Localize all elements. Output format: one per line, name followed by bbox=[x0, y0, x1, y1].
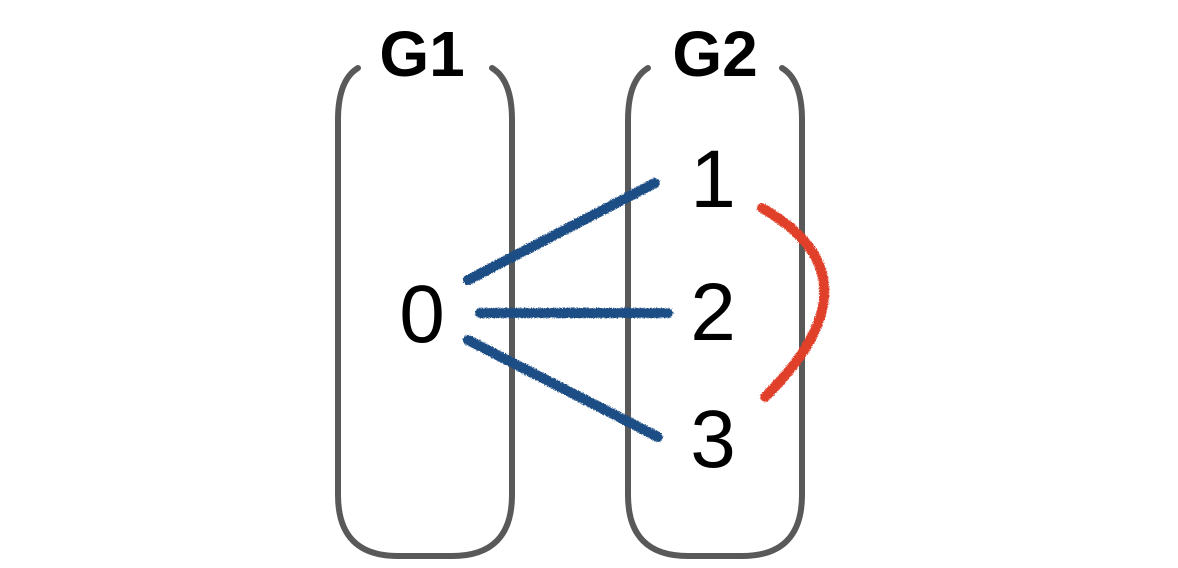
inter-group-edges bbox=[463, 178, 673, 442]
edge-0-1 bbox=[463, 178, 660, 285]
node-labels: 0 1 2 3 bbox=[399, 134, 736, 485]
edge-0-3 bbox=[463, 335, 663, 442]
group-g2-border bbox=[625, 65, 805, 559]
group-g2-title: G2 bbox=[672, 18, 757, 90]
node-0: 0 bbox=[399, 269, 445, 360]
intra-group-edges bbox=[757, 203, 830, 402]
node-1: 1 bbox=[690, 134, 736, 225]
node-2: 2 bbox=[690, 267, 736, 358]
group-g1-border bbox=[335, 65, 515, 559]
group-g1-title: G1 bbox=[379, 18, 464, 90]
group-g1: G1 bbox=[335, 18, 515, 559]
node-3: 3 bbox=[690, 394, 736, 485]
group-g2: G2 bbox=[625, 18, 805, 559]
edge-1-3 bbox=[757, 203, 830, 402]
